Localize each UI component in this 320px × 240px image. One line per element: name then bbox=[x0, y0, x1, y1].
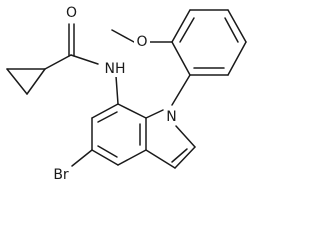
atom-n-indole: N bbox=[166, 109, 176, 125]
bond-c2-c3-inner bbox=[171, 148, 188, 163]
bond-c4-c5 bbox=[91, 149, 119, 166]
bond-cyclopropyl-carbonyl bbox=[44, 54, 72, 70]
bond-c3a-c4 bbox=[117, 149, 147, 166]
bond-c5-c4-inner bbox=[97, 145, 118, 158]
bond-n1-aryl bbox=[171, 74, 191, 106]
atom-o-carbonyl: O bbox=[66, 5, 77, 21]
bond-c6-c7 bbox=[91, 103, 119, 119]
bond-ome-methyl bbox=[111, 29, 135, 43]
bonds bbox=[6, 9, 247, 169]
label-bg-n-indole bbox=[164, 109, 179, 125]
atom-labels: O O NH N Br bbox=[49, 5, 179, 183]
bond-c2-c3 bbox=[174, 146, 196, 169]
bond-c7-c7a bbox=[117, 103, 147, 119]
bond-aryl-1 bbox=[171, 41, 191, 76]
label-bg-o-methoxy bbox=[134, 34, 150, 50]
atom-br: Br bbox=[53, 167, 69, 183]
bond-c7a-n1 bbox=[145, 109, 164, 119]
bond-aryl-inner-b bbox=[224, 17, 239, 43]
bond-cyclopropyl-1 bbox=[6, 68, 28, 95]
bond-n1-c2 bbox=[175, 125, 196, 148]
bond-aryl-2 bbox=[171, 9, 191, 43]
bond-aryl-4 bbox=[227, 9, 247, 43]
bond-aryl-inner-a bbox=[179, 17, 195, 43]
label-bg-o-carbonyl bbox=[64, 5, 79, 21]
bond-nh-c7 bbox=[115, 75, 119, 105]
bond-aryl-5 bbox=[227, 41, 247, 76]
bond-c7-c6-inner bbox=[97, 111, 118, 123]
label-bg-br bbox=[49, 167, 73, 183]
bond-carbonyl-nh bbox=[70, 54, 99, 65]
bond-cyclopropyl-3 bbox=[26, 68, 46, 95]
atom-nh-amide: NH bbox=[105, 61, 126, 77]
bond-c5-br bbox=[71, 149, 93, 167]
bond-c3-c3a bbox=[145, 149, 176, 169]
chemical-structure-diagram: O O NH N Br bbox=[6, 5, 247, 183]
label-bg-nh-amide bbox=[101, 61, 129, 77]
atom-o-methoxy: O bbox=[136, 34, 147, 50]
